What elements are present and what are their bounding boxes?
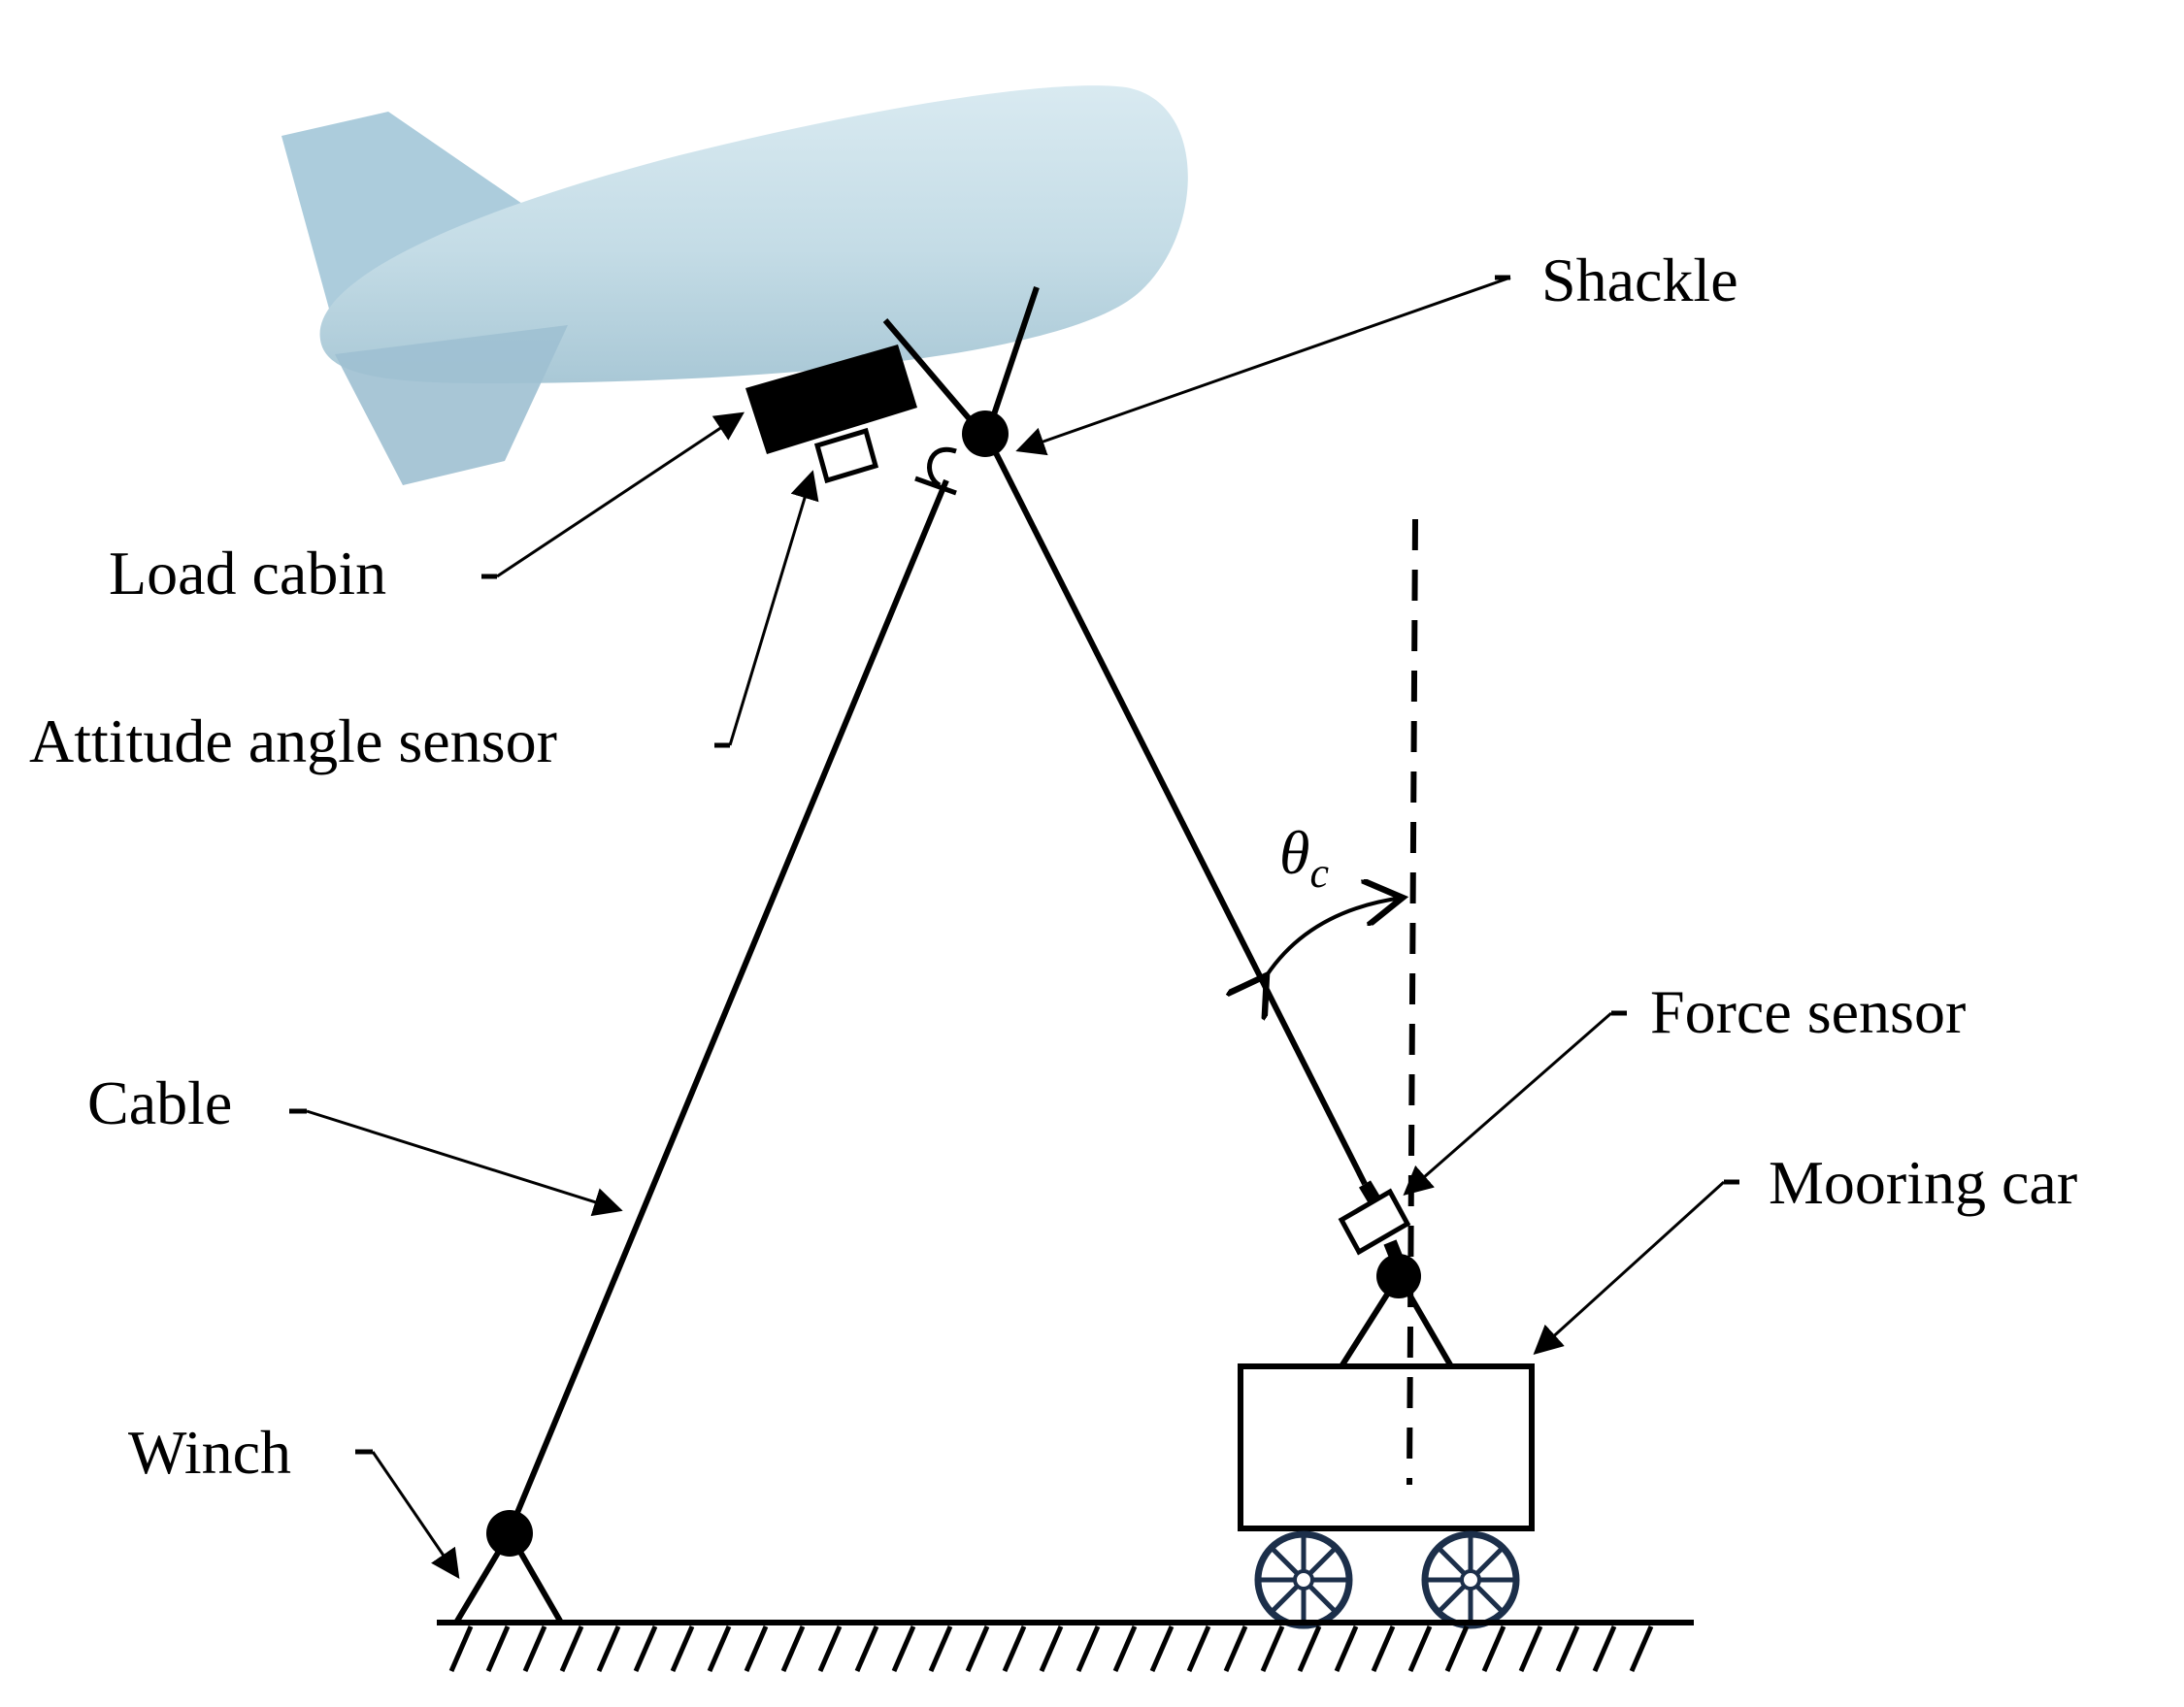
ground-hatch (1039, 1625, 1064, 1672)
ground-hatch (780, 1625, 806, 1672)
mooring-car-wheel-right (1421, 1530, 1520, 1629)
ground-hatch (1260, 1625, 1285, 1672)
winch (453, 1510, 564, 1625)
tether-line-upper-right (985, 286, 1040, 433)
ground-hatch (1297, 1625, 1322, 1672)
ground-hatch (522, 1625, 547, 1672)
ground-hatch (1481, 1625, 1506, 1672)
balloon-envelope (319, 85, 1188, 383)
ground-hatch (1592, 1625, 1617, 1672)
shackle (914, 410, 1009, 496)
ground-hatch (1629, 1625, 1654, 1672)
label-force-sensor: Force sensor (1650, 977, 1966, 1046)
ground-hatch (1518, 1625, 1543, 1672)
tether-line-upper (882, 318, 983, 434)
attitude-angle-sensor (813, 427, 879, 484)
ground-hatch (670, 1625, 695, 1672)
ground-hatch (1149, 1625, 1175, 1672)
label-cable: Cable (87, 1068, 232, 1137)
mooring-car-wheel-left (1254, 1530, 1353, 1629)
ground-hatch (707, 1625, 732, 1672)
force-sensor (1338, 1180, 1411, 1264)
mooring-car (1238, 1254, 1535, 1629)
label-mooring-car: Mooring car (1769, 1148, 2077, 1217)
ground-hatch (1444, 1625, 1470, 1672)
ground-hatch (744, 1625, 769, 1672)
ground-hatch (965, 1625, 990, 1672)
ground-hatch (1555, 1625, 1580, 1672)
load-cabin (745, 345, 917, 454)
ground-hatch (448, 1625, 474, 1672)
balloon-upper-fin (281, 112, 544, 330)
ground-hatch (596, 1625, 621, 1672)
ground-hatch (817, 1625, 843, 1672)
cable (507, 478, 949, 1533)
ground-hatch (1112, 1625, 1138, 1672)
balloon-lower-fin (335, 325, 568, 485)
ground-hatch (891, 1625, 916, 1672)
label-leaders (289, 275, 1739, 1579)
ground-hatch (928, 1625, 953, 1672)
label-shackle: Shackle (1541, 246, 1738, 314)
ground-hatch (1002, 1625, 1027, 1672)
ground-hatch (1407, 1625, 1433, 1672)
cable-right (982, 430, 1368, 1186)
label-load-cabin: Load cabin (109, 539, 386, 607)
ground-hatch (1371, 1625, 1396, 1672)
balloon (281, 85, 1188, 485)
label-winch: Winch (128, 1418, 291, 1487)
angle-arc (1267, 898, 1403, 975)
ground-hatch (1075, 1625, 1101, 1672)
label-attitude-angle-sensor: Attitude angle sensor (29, 706, 557, 775)
vertical-reference-line (1406, 518, 1418, 1486)
mooring-car-body (1238, 1363, 1535, 1531)
ground-hatch (485, 1625, 511, 1672)
ground-hatch (854, 1625, 879, 1672)
ground (437, 1620, 1694, 1672)
ground-hatch (1186, 1625, 1211, 1672)
ground-hatch (633, 1625, 658, 1672)
ground-hatch (1223, 1625, 1248, 1672)
ground-hatch (1334, 1625, 1359, 1672)
angle-theta-c: θc (1279, 818, 1329, 897)
ground-hatch (559, 1625, 584, 1672)
